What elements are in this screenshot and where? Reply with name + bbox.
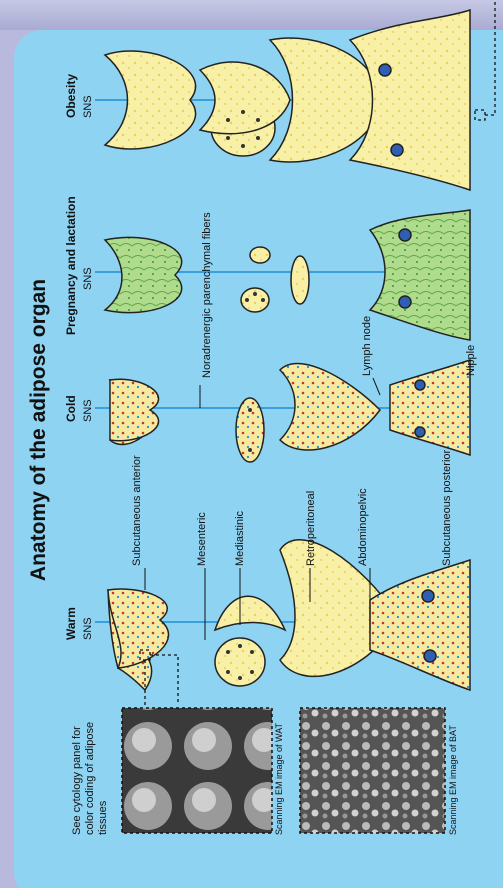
em-image-wat: [122, 708, 272, 833]
side-note: See cytology panel for color coding of a…: [71, 719, 109, 835]
sns-nerve-lines: [95, 100, 470, 622]
sns-label-cold: SNS: [82, 399, 94, 422]
label-noradrenergic-fibers: Noradrenergic parenchymal fibers: [201, 212, 213, 378]
label-subcutaneous-posterior: Subcutaneous posterior: [441, 449, 453, 566]
label-nipple: Nipple: [465, 345, 477, 376]
label-lymph-node: Lymph node: [361, 316, 373, 376]
caption-em-bat: Scanning EM image of BAT: [448, 725, 458, 835]
column-header-pregnancy: Pregnancy and lactation: [64, 196, 78, 335]
organ-pregnancy: [105, 210, 470, 340]
sns-label-warm: SNS: [82, 617, 94, 640]
column-header-obesity: Obesity: [64, 74, 78, 118]
em-image-bat: [300, 708, 445, 833]
label-retroperitoneal: Retroperitoneal: [305, 491, 317, 566]
label-mesenteric: Mesenteric: [196, 512, 208, 566]
organ-cold: [110, 360, 470, 462]
column-header-warm: Warm: [64, 607, 78, 640]
label-abdominopelvic: Abdominopelvic: [357, 488, 369, 566]
diagram-title: Anatomy of the adipose organ: [27, 279, 50, 581]
sns-label-obesity: SNS: [82, 95, 94, 118]
label-subcutaneous-anterior: Subcutaneous anterior: [131, 455, 143, 566]
organ-warm: [108, 540, 470, 690]
caption-em-wat: Scanning EM image of WAT: [274, 722, 284, 835]
column-header-cold: Cold: [64, 395, 78, 422]
sns-label-pregnancy: SNS: [82, 267, 94, 290]
organ-obesity: [105, 10, 470, 190]
label-mediastinic: Mediastinic: [234, 510, 246, 566]
